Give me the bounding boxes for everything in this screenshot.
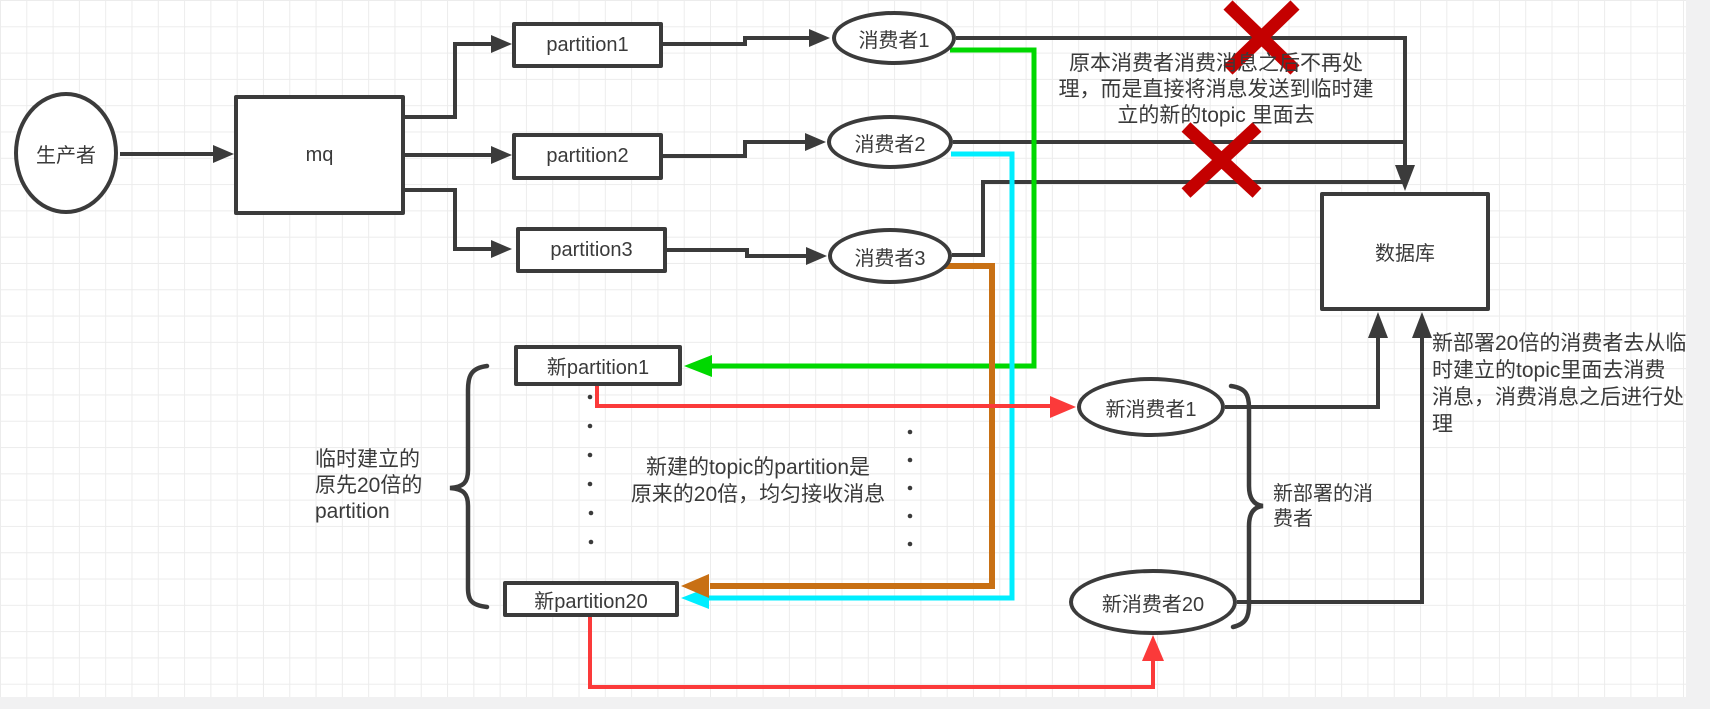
canvas-bottom-margin — [0, 697, 1710, 709]
node-producer[interactable]: 生产者 — [14, 92, 118, 214]
node-partition1-label: partition1 — [546, 33, 629, 56]
node-new-consumer20[interactable]: 新消费者20 — [1069, 569, 1237, 635]
canvas-right-margin — [1686, 0, 1710, 709]
annotation-left-brace-line2: 原先20倍的 — [315, 474, 423, 497]
ellipsis-dots-left — [587, 394, 594, 545]
node-consumer1[interactable]: 消费者1 — [832, 11, 956, 65]
left-brace — [449, 363, 490, 610]
arrow-newconsumer20-to-database — [1237, 312, 1432, 604]
arrow-consumer2-to-newpartition20 — [681, 151, 1015, 609]
annotation-middle: 新建的topic的partition是 原来的20倍，均匀接收消息 — [597, 454, 919, 508]
node-partition3[interactable]: partition3 — [516, 227, 667, 273]
arrow-producer-to-mq — [120, 145, 234, 163]
node-consumer2[interactable]: 消费者2 — [827, 115, 953, 169]
cross-out-consumer1-path-icon — [1223, 0, 1300, 75]
node-new-partition20[interactable]: 新partition20 — [503, 581, 679, 617]
node-new-consumer1-label: 新消费者1 — [1105, 398, 1197, 421]
ellipsis-dots-right — [907, 429, 913, 547]
arrow-mq-to-partition1 — [405, 35, 512, 119]
node-consumer3[interactable]: 消费者3 — [828, 228, 952, 284]
annotation-top-line1: 原本消费者消费消息之后不再处 — [1069, 52, 1363, 75]
node-partition3-label: partition3 — [550, 238, 633, 261]
node-mq-label: mq — [305, 143, 334, 166]
arrow-newpartition20-to-newconsumer20 — [588, 617, 1164, 689]
arrow-partition3-to-consumer3 — [667, 247, 827, 265]
node-database-label: 数据库 — [1375, 243, 1435, 265]
arrow-consumer1-to-newpartition1 — [684, 47, 1037, 377]
arrow-mq-to-partition3 — [405, 188, 512, 258]
arrow-consumer1-to-database — [956, 36, 1415, 191]
annotation-middle-line2: 原来的20倍，均匀接收消息 — [630, 483, 886, 506]
node-new-partition20-label: 新partition20 — [534, 590, 648, 613]
right-brace — [1228, 383, 1264, 630]
annotation-right-line2: 时建立的topic里面去消费 — [1432, 359, 1666, 382]
annotation-top-line2: 理，而是直接将消息发送到临时建 — [1058, 78, 1374, 101]
arrow-partition1-to-consumer1 — [663, 29, 830, 47]
node-consumer3-label: 消费者3 — [854, 247, 926, 270]
node-database[interactable]: 数据库 — [1320, 192, 1490, 311]
annotation-right-brace-line1: 新部署的消 — [1273, 483, 1373, 505]
node-new-partition1-label: 新partition1 — [546, 357, 650, 379]
node-partition2-label: partition2 — [546, 145, 629, 167]
arrow-consumer3-to-newpartition20 — [681, 263, 995, 598]
cross-out-consumer23-path-icon — [1181, 122, 1262, 198]
node-mq[interactable]: mq — [234, 95, 405, 215]
node-consumer2-label: 消费者2 — [854, 133, 926, 156]
annotation-right: 新部署20倍的消费者去从临 时建立的topic里面去消费 消息，消费消息之后进行… — [1432, 330, 1710, 438]
node-partition2[interactable]: partition2 — [512, 133, 663, 180]
arrow-partition2-to-consumer2 — [663, 133, 826, 158]
node-new-consumer20-label: 新消费者20 — [1101, 593, 1205, 616]
annotation-right-brace-line2: 费者 — [1273, 508, 1313, 530]
arrow-newconsumer1-to-database — [1225, 312, 1388, 409]
annotation-right-line4: 理 — [1432, 413, 1453, 436]
node-producer-label: 生产者 — [36, 144, 96, 167]
arrow-mq-to-partition2 — [405, 146, 512, 164]
annotation-left-brace-line3: partition — [315, 500, 390, 523]
annotation-right-brace-label: 新部署的消 费者 — [1273, 482, 1393, 532]
arrow-newpartition1-to-newconsumer1 — [595, 386, 1076, 418]
annotation-left-brace-label: 临时建立的 原先20倍的 partition — [315, 447, 450, 525]
annotation-top: 原本消费者消费消息之后不再处 理，而是直接将消息发送到临时建 立的新的topic… — [1020, 51, 1412, 129]
annotation-top-line3: 立的新的topic 里面去 — [1117, 104, 1315, 127]
annotation-left-brace-line1: 临时建立的 — [315, 448, 420, 471]
node-new-partition1[interactable]: 新partition1 — [514, 345, 682, 386]
node-partition1[interactable]: partition1 — [512, 22, 663, 68]
annotation-right-line1: 新部署20倍的消费者去从临 — [1432, 332, 1687, 355]
node-new-consumer1[interactable]: 新消费者1 — [1077, 377, 1225, 437]
node-consumer1-label: 消费者1 — [858, 29, 930, 52]
annotation-right-line3: 消息，消费消息之后进行处 — [1432, 386, 1684, 409]
annotation-middle-line1: 新建的topic的partition是 — [645, 456, 871, 479]
